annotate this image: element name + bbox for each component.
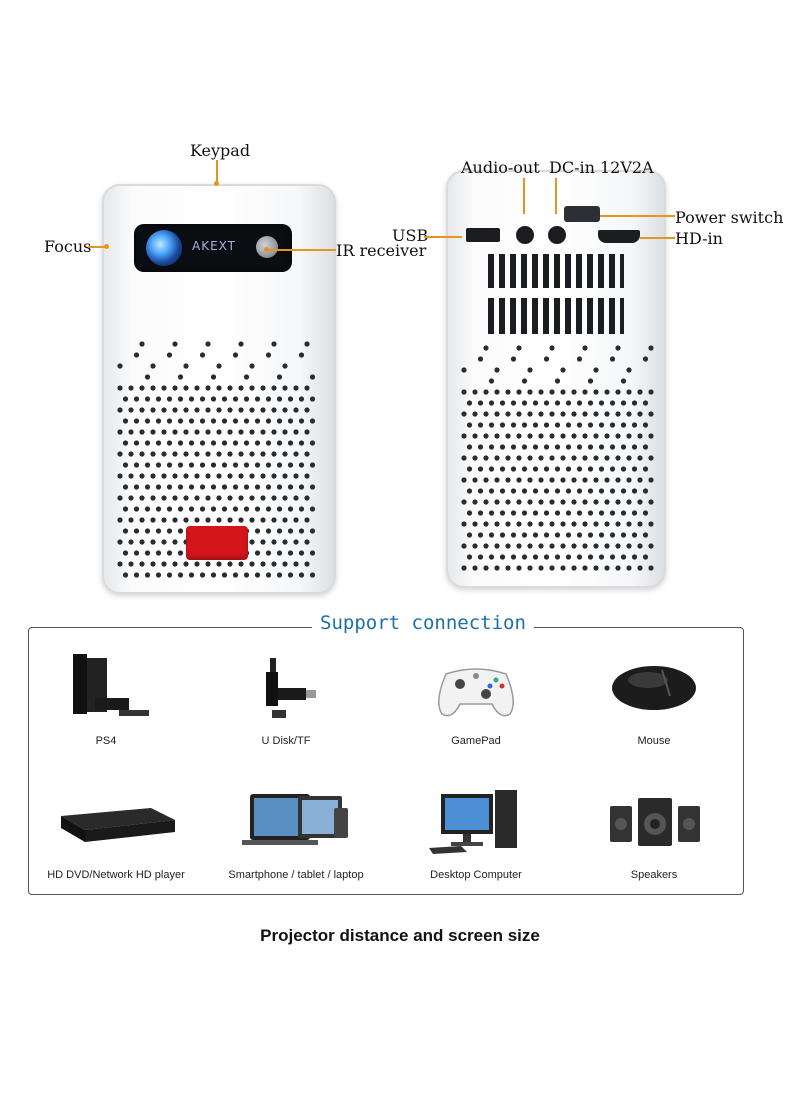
mouse-icon	[612, 666, 696, 710]
support-item-label: Desktop Computer	[430, 869, 522, 881]
support-item-label: HD DVD/Network HD player	[47, 869, 185, 881]
support-item-dvd: HD DVD/Network HD player	[26, 786, 206, 881]
callout-hd-in: HD-in	[675, 229, 723, 248]
brand-logo: AKEXT	[192, 239, 236, 253]
support-item-label: U Disk/TF	[261, 735, 311, 747]
callout-usb: USB	[392, 226, 429, 245]
support-item-ps4: PS4	[16, 652, 196, 747]
support-item-mouse: Mouse	[564, 652, 744, 747]
devices-icon	[242, 794, 348, 845]
support-item-desktop: Desktop Computer	[386, 786, 566, 881]
desktop-computer-icon	[429, 790, 517, 854]
support-item-u-disk: U Disk/TF	[196, 652, 376, 747]
callout-ir-receiver: IR receiver	[336, 241, 427, 260]
speakers-icon	[610, 798, 700, 846]
speaker-grille	[461, 345, 654, 571]
callout-dc-in: DC-in 12V2A	[549, 158, 654, 177]
support-item-gamepad: GamePad	[386, 652, 566, 747]
support-item-speakers: Speakers	[564, 786, 744, 881]
hdmi-port	[598, 230, 640, 243]
top-vent	[488, 254, 624, 288]
usb-drive-icon	[266, 658, 316, 718]
lens-icon	[146, 230, 182, 266]
support-title: Support connection	[312, 612, 534, 634]
support-item-label: Speakers	[630, 869, 678, 881]
power-switch	[564, 206, 600, 222]
support-item-label: Smartphone / tablet / laptop	[228, 869, 364, 881]
projector-back	[446, 170, 666, 588]
support-item-label: PS4	[95, 735, 117, 747]
power-button	[186, 526, 248, 560]
console-icon	[73, 654, 149, 716]
projector-front: AKEXT	[102, 184, 336, 594]
usb-port	[466, 228, 500, 242]
gamepad-icon	[438, 668, 514, 717]
dc-jack	[548, 226, 566, 244]
dvd-player-icon	[61, 808, 175, 842]
support-item-devices: Smartphone / tablet / laptop	[206, 786, 386, 881]
section-heading: Projector distance and screen size	[260, 926, 540, 945]
callout-power-switch: Power switch	[675, 208, 784, 227]
support-item-label: GamePad	[451, 735, 501, 747]
callout-focus: Focus	[44, 237, 92, 256]
callout-audio-out: Audio-out	[461, 158, 540, 177]
audio-jack	[516, 226, 534, 244]
bottom-vent	[488, 298, 624, 334]
callout-keypad: Keypad	[190, 141, 251, 160]
support-item-label: Mouse	[637, 735, 671, 747]
